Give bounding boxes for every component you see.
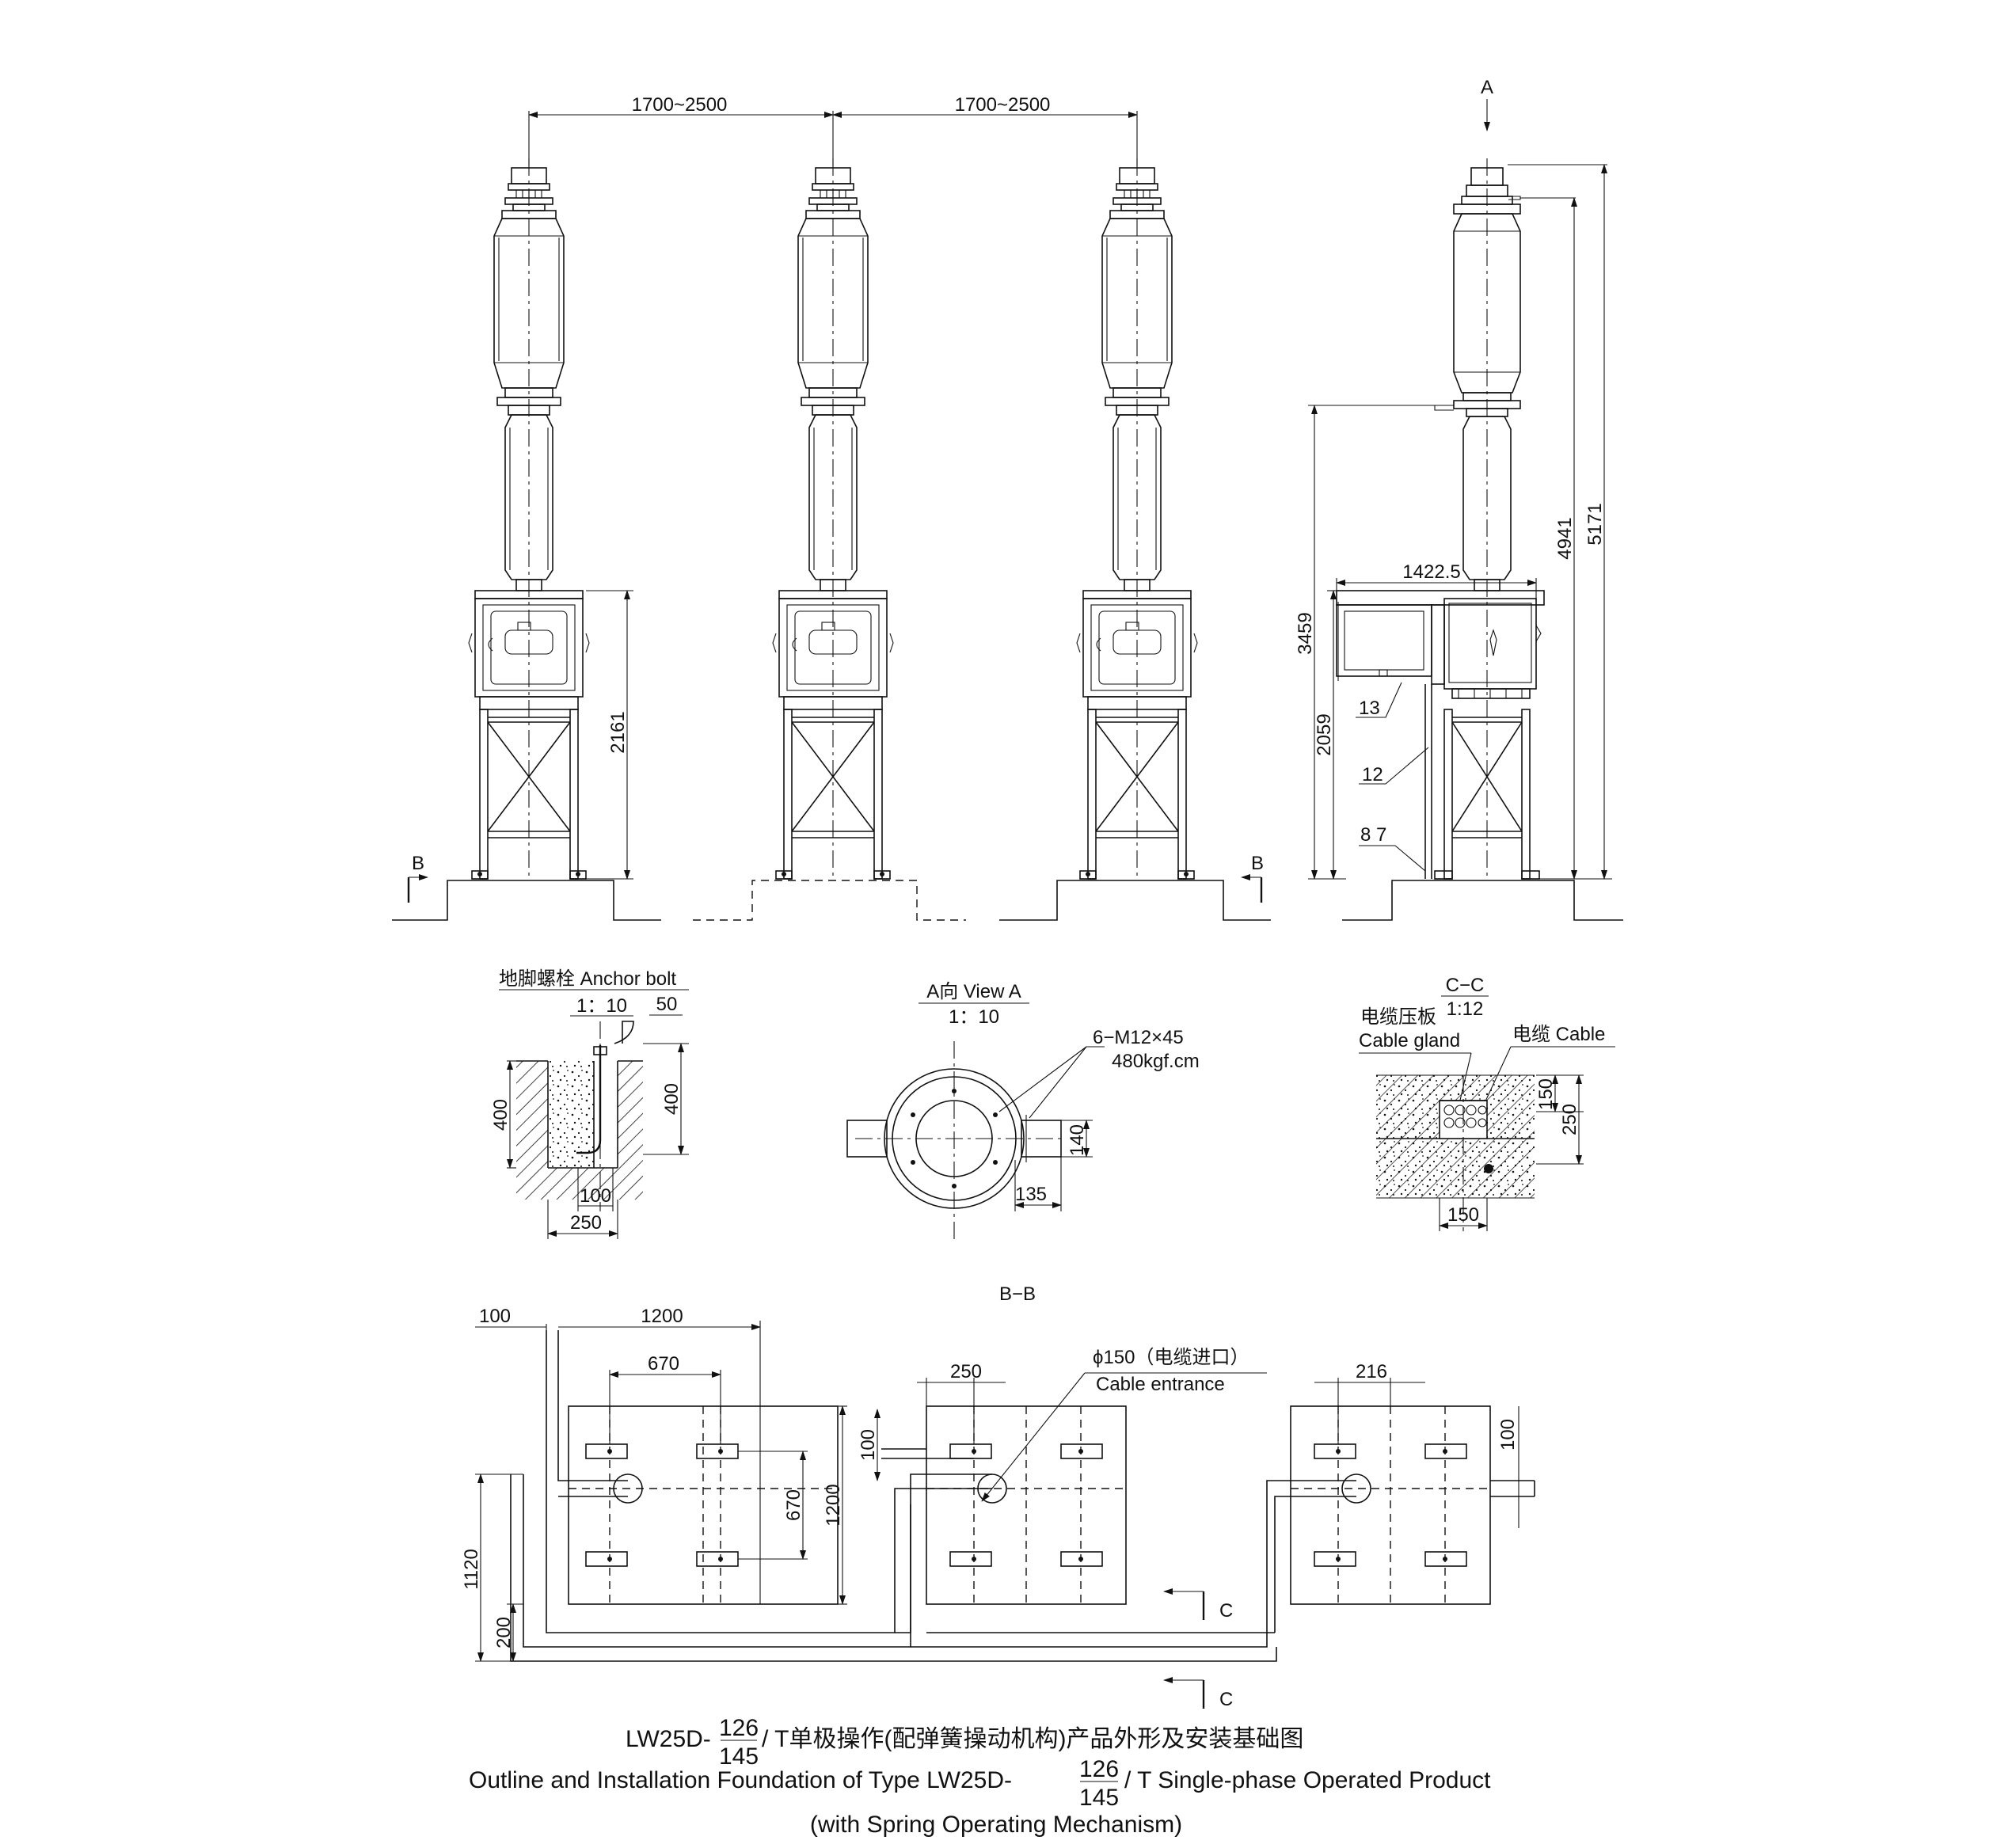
title-en-suffix: / T Single-phase Operated Product [1124,1767,1491,1793]
title-en-line3: (with Spring Operating Mechanism) [810,1812,1182,1838]
cc-dim-150-w: 150 [1447,1204,1479,1226]
cable-entrance-en-label: Cable entrance [1096,1374,1225,1395]
height-dimension-4941: 4941 [1554,517,1576,559]
bb-dim-100-top: 100 [479,1306,511,1327]
height-dimension-3459: 3459 [1295,612,1316,654]
section-mark-b-left: B [412,853,424,874]
view-a-mark: A [1481,77,1493,98]
title-en-denominator: 145 [1079,1785,1119,1811]
section-cc-scale: 1:12 [1447,998,1484,1020]
title-en-numerator: 126 [1079,1756,1119,1782]
bb-dim-670-side: 670 [783,1489,804,1521]
view-a-dim-135: 135 [1015,1184,1047,1205]
view-a-bolt-spec: 6−M12×45 [1093,1027,1184,1048]
cc-dim-150-h: 150 [1535,1078,1557,1110]
bb-dim-670-top: 670 [648,1353,679,1375]
section-c-upper: C [1219,1600,1233,1622]
anchor-dim-400-right: 400 [661,1083,683,1115]
cabinet-width-dimension: 1422.5 [1402,561,1460,583]
cable-gland-cn-label: 电缆压板 [1360,1006,1436,1028]
title-en-prefix: Outline and Installation Foundation of T… [469,1767,1012,1793]
bb-dim-100-right: 100 [1497,1419,1519,1451]
cabinet-height-dimension: 2161 [607,711,629,753]
drawing-title: LW25D- 126 145 / T单极操作(配弹簧操动机构)产品外形及安装基础… [469,1715,1491,1838]
anchor-dim-250: 250 [570,1212,602,1234]
height-dimension-5171: 5171 [1584,503,1606,545]
section-bb-title: B−B [999,1283,1036,1305]
section-c-lower: C [1219,1689,1233,1710]
anchor-dim-50: 50 [656,994,678,1015]
cable-gland-en-label: Cable gland [1359,1030,1460,1051]
view-a-torque: 480kgf.cm [1112,1051,1200,1072]
section-mark-b-right: B [1251,853,1264,874]
callout-8-7: 8 7 [1360,824,1386,846]
view-a-scale: 1：10 [949,1006,999,1028]
height-dimension-2059: 2059 [1314,713,1335,755]
spacing-dimension-2: 1700~2500 [955,94,1051,116]
bb-dim-1200-top: 1200 [641,1306,683,1327]
title-cn-numerator: 126 [719,1715,759,1741]
cable-entrance-cn-label: ϕ150（电缆进口） [1093,1347,1249,1368]
view-a-title: A向 View A [926,981,1021,1002]
side-elevation: A 1422.5 3459 2059 4941 5171 13 12 8 7 [1295,77,1623,921]
pole-2 [772,158,894,880]
pole-1 [468,158,590,880]
anchor-dim-100: 100 [580,1185,611,1207]
section-cc-title: C−C [1446,975,1485,996]
cc-dim-250: 250 [1559,1104,1580,1135]
bb-dim-1200-side: 1200 [823,1484,844,1526]
anchor-dim-400-left: 400 [490,1099,512,1131]
callout-12: 12 [1362,764,1383,785]
section-b-b: B−B [461,1283,1535,1710]
view-a-detail: A向 View A 1：10 6−M12×45 480kgf.cm 140 13… [846,981,1200,1239]
callout-13: 13 [1359,698,1380,719]
anchor-bolt-scale: 1：10 [576,995,627,1017]
title-cn-denominator: 145 [719,1743,759,1770]
title-cn-prefix: LW25D- [626,1726,711,1752]
bb-dim-250: 250 [950,1361,982,1382]
anchor-bolt-detail: 地脚螺栓 Anchor bolt 1：10 50 400 400 100 [490,968,689,1239]
pole-3 [1076,158,1198,880]
front-elevation: 1700~2500 1700~2500 2161 B B [392,94,1271,921]
view-a-dim-140: 140 [1067,1124,1088,1156]
cable-label: 电缆 Cable [1512,1024,1605,1045]
bb-dim-100-mid: 100 [858,1429,879,1461]
title-cn-suffix: / T单极操作(配弹簧操动机构)产品外形及安装基础图 [762,1726,1303,1752]
spacing-dimension-1: 1700~2500 [632,94,728,116]
bb-dim-200: 200 [493,1617,515,1648]
section-c-c: C−C 1:12 电缆压板 Cable gland 电缆 Cable 150 [1359,975,1615,1231]
anchor-bolt-title: 地脚螺栓 Anchor bolt [499,968,676,990]
bb-dim-1120: 1120 [461,1549,482,1590]
bb-dim-216: 216 [1356,1361,1387,1382]
